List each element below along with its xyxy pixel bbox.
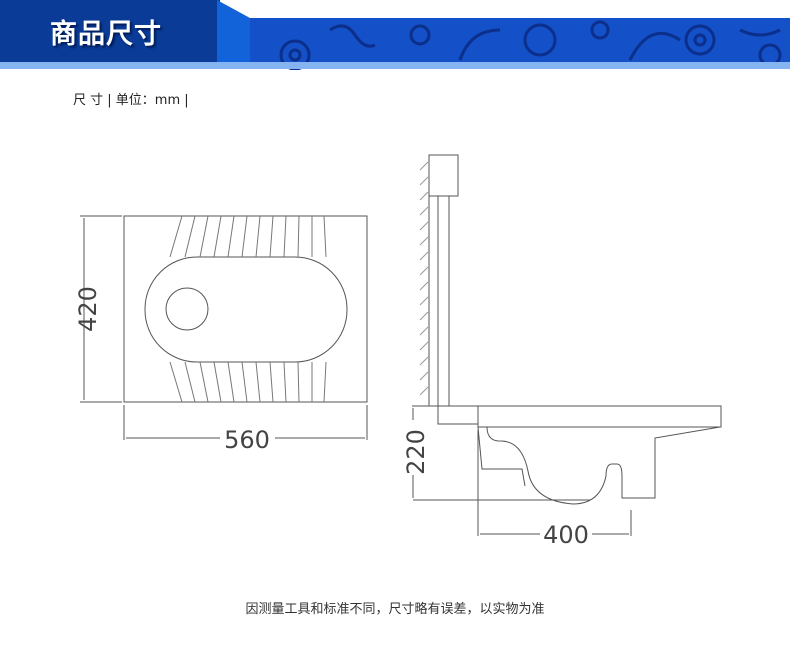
side-view <box>412 154 722 536</box>
section-header-banner <box>0 0 790 70</box>
top-view <box>80 215 368 440</box>
length-label: 400 <box>543 521 589 549</box>
height-label: 220 <box>402 429 430 475</box>
section-title: 商品尺寸 <box>50 19 162 50</box>
floral-pattern <box>279 20 782 70</box>
width-label: 560 <box>224 426 270 454</box>
depth-label: 420 <box>74 286 102 332</box>
unit-label: 尺 寸 | 单位：mm | <box>73 93 189 108</box>
measurement-disclaimer: 因测量工具和标准不同，尺寸略有误差，以实物为准 <box>245 602 545 617</box>
